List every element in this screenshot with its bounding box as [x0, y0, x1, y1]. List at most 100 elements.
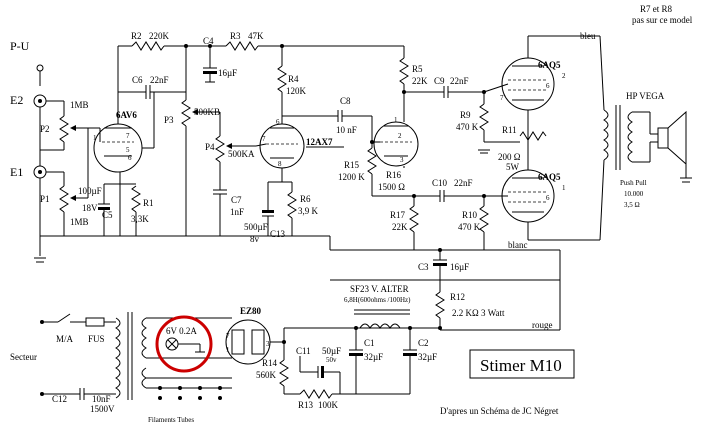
tube-12ax7-b — [373, 121, 419, 167]
c10-label: C10 — [432, 178, 448, 188]
c2-plate2 — [403, 353, 417, 356]
svg-text:3: 3 — [400, 156, 404, 164]
c5-value: 100µF — [78, 186, 102, 196]
title-box — [469, 349, 575, 379]
c3-plate2 — [433, 263, 447, 266]
c6-value: 22nF — [150, 75, 169, 85]
svg-text:7: 7 — [500, 94, 504, 102]
output-secondary — [627, 111, 633, 163]
c3-value: 16µF — [450, 262, 469, 272]
r9-resistor — [479, 103, 489, 131]
r15-label: R15 — [344, 160, 360, 170]
c2-value: 32µF — [418, 352, 437, 362]
r16-label: R16 — [386, 170, 402, 180]
c9-label: C9 — [434, 76, 445, 86]
p4-label: P4 — [205, 142, 215, 152]
r13-label: R13 — [298, 400, 314, 410]
r5-value: 22K — [412, 76, 428, 86]
r10-label: R10 — [462, 210, 478, 220]
secteur-label: Secteur — [10, 352, 37, 362]
pu-terminal — [36, 64, 44, 72]
svg-text:1: 1 — [226, 346, 230, 354]
r9-value: 470 K — [456, 122, 479, 132]
r17-resistor — [409, 205, 419, 233]
svg-text:1: 1 — [562, 184, 566, 192]
p4-value: 500KA — [228, 149, 255, 159]
p3-label: P3 — [164, 115, 174, 125]
c5-label: C5 — [102, 210, 113, 220]
svg-text:7: 7 — [226, 332, 230, 340]
tube2-label: 12AX7 — [306, 137, 333, 147]
input-e2-label: E2 — [10, 93, 23, 107]
p1-label: P1 — [40, 194, 50, 204]
r12-label: R12 — [450, 292, 465, 302]
p1-value: 1MB — [70, 217, 89, 227]
p4-resistor — [215, 135, 225, 163]
c1-label: C1 — [364, 338, 375, 348]
wire-label-bleu: bleu — [580, 31, 596, 41]
r11-resistor — [519, 131, 547, 141]
svg-text:6: 6 — [546, 82, 550, 90]
input-pu-label: P-U — [10, 39, 30, 53]
svg-text:2: 2 — [398, 132, 402, 140]
r5-resistor — [399, 57, 409, 85]
c7-value: 1nF — [230, 207, 244, 217]
svg-text:7: 7 — [262, 135, 266, 143]
hp-label: HP VEGA — [626, 91, 665, 101]
p2-label: P2 — [40, 124, 50, 134]
impedance-out-label: 3,5 Ω — [624, 201, 640, 209]
svg-text:6: 6 — [546, 194, 550, 202]
r3-resistor — [225, 41, 259, 51]
c13-voltage: 8v — [250, 234, 260, 244]
header-note-1: R7 et R8 — [640, 4, 673, 14]
r6-resistor — [287, 191, 297, 219]
svg-text:7: 7 — [126, 132, 130, 140]
r13-value: 100K — [318, 400, 339, 410]
c4-label: C4 — [203, 36, 214, 46]
c2-label: C2 — [418, 338, 429, 348]
tube-12ax7-a — [259, 123, 305, 169]
p3-resistor — [181, 99, 191, 127]
r11-watts: 5W — [506, 162, 520, 172]
c13-value: 500µF — [244, 222, 268, 232]
c8-value: 10 nF — [336, 125, 357, 135]
r10-value: 470 K — [458, 222, 481, 232]
choke-label: SF23 V. ALTER — [350, 284, 409, 294]
p1-wiper — [70, 195, 76, 201]
r4-resistor — [277, 65, 287, 93]
r16-value: 1500 Ω — [378, 182, 405, 192]
rect-label: EZ80 — [240, 306, 262, 316]
c13-plate1 — [262, 210, 274, 213]
r1-resistor — [131, 185, 141, 213]
power-switch — [57, 313, 71, 323]
input-e1-label: E1 — [10, 165, 23, 179]
r15-resistor — [367, 147, 377, 175]
c12-voltage: 1500V — [90, 404, 115, 414]
c11-label: C11 — [296, 346, 311, 356]
c6-label: C6 — [132, 75, 143, 85]
c1-value: 32µF — [364, 352, 383, 362]
p3-wiper — [192, 109, 198, 115]
c11-plate2 — [321, 366, 324, 378]
speaker-icon — [657, 127, 669, 149]
push-pull-label: Push Pull — [620, 179, 647, 187]
output-primary — [603, 109, 609, 161]
title: Stimer M10 — [480, 356, 562, 375]
r14-label: R14 — [262, 358, 278, 368]
e1-jack-center — [38, 170, 42, 174]
r2-value: 220K — [149, 31, 170, 41]
r12-value: 2.2 KΩ 3 Watt — [452, 308, 505, 318]
r9-label: R9 — [460, 110, 471, 120]
svg-text:2: 2 — [562, 72, 566, 80]
c11-value: 50µF — [322, 346, 341, 356]
p2-wiper — [70, 125, 76, 131]
r3-value: 47K — [248, 31, 264, 41]
svg-text:6: 6 — [128, 154, 132, 162]
r13-resistor — [299, 389, 333, 399]
mains-secondary-fil — [141, 367, 147, 389]
c3-label: C3 — [418, 262, 429, 272]
c12-label: C12 — [52, 394, 67, 404]
impedance-label: 10.000 — [624, 190, 644, 198]
r10-resistor — [479, 205, 489, 233]
svg-text:3: 3 — [266, 340, 270, 348]
